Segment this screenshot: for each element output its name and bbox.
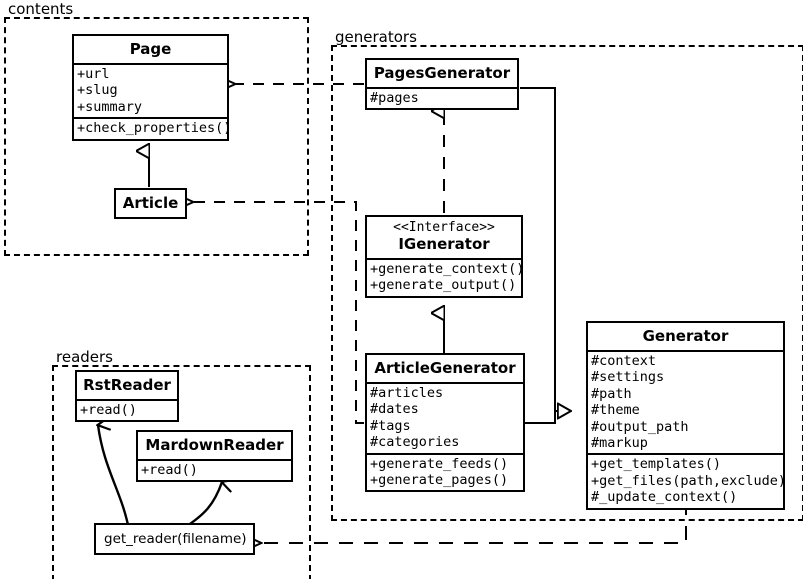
class-articlegenerator-attribute: #categories bbox=[370, 434, 460, 451]
package-readers bbox=[52, 365, 311, 579]
class-rstreader-method: +read() bbox=[80, 402, 137, 418]
function-get-reader-label: get_reader(filename) bbox=[104, 531, 247, 547]
class-generator-attributes: #context #settings #path #theme #output_… bbox=[588, 352, 783, 453]
class-generator-attribute: #context bbox=[591, 353, 657, 369]
class-generator-attr-separator bbox=[588, 350, 783, 352]
class-page[interactable]: Page +url +slug +summary +check_properti… bbox=[72, 34, 232, 141]
class-generator-attribute: #theme bbox=[591, 402, 640, 419]
class-articlegenerator-attributes: #articles #dates #tags #categories bbox=[367, 384, 523, 453]
class-igenerator-methods: +generate_context() +generate_output() bbox=[367, 260, 525, 296]
line-pagesgenerator-to-generator bbox=[520, 87, 571, 411]
class-articlegenerator-attribute: #dates bbox=[370, 401, 419, 418]
class-igenerator-method: +generate_output() bbox=[370, 277, 517, 294]
class-generator-method: +get_templates() bbox=[591, 456, 722, 473]
line-getreader-to-mardownreader bbox=[183, 482, 222, 530]
class-article-name: Article bbox=[122, 194, 179, 212]
line-getreader-to-rstreader bbox=[98, 425, 131, 531]
class-mardownreader-name: MardownReader bbox=[145, 436, 284, 454]
class-articlegenerator-method: +generate_feeds() bbox=[370, 455, 509, 472]
class-generator-method-separator bbox=[588, 453, 783, 456]
class-articlegenerator[interactable]: ArticleGenerator #articles #dates #tags … bbox=[365, 353, 525, 493]
class-generator-method: #_update_context() bbox=[591, 489, 738, 506]
class-mardownreader-methods: +read() bbox=[138, 461, 291, 480]
class-mardownreader-method: +read() bbox=[141, 462, 198, 478]
class-generator-attribute: #output_path bbox=[591, 418, 689, 435]
class-igenerator-method: +generate_context() bbox=[370, 261, 525, 277]
class-articlegenerator-attribute: #tags bbox=[370, 417, 411, 434]
class-articlegenerator-method: +generate_pages() bbox=[370, 472, 509, 489]
class-generator[interactable]: Generator #context #settings #path #them… bbox=[586, 321, 787, 510]
class-pagesgenerator[interactable]: PagesGenerator #pages bbox=[365, 58, 519, 111]
class-generator-attribute: #settings bbox=[591, 369, 665, 386]
class-mardownreader[interactable]: MardownReader +read() bbox=[136, 430, 293, 483]
class-page-attributes: +url +slug +summary bbox=[74, 65, 227, 117]
class-article[interactable]: Article bbox=[114, 188, 187, 219]
class-articlegenerator-name: ArticleGenerator bbox=[374, 359, 516, 377]
class-igenerator-method-separator bbox=[367, 258, 521, 260]
class-articlegenerator-methods: +generate_feeds() +generate_pages() bbox=[367, 455, 523, 491]
line-articlegenerator-to-generator bbox=[525, 411, 556, 424]
class-igenerator-stereotype: <<Interface>> bbox=[393, 220, 495, 235]
class-articlegenerator-method-separator bbox=[367, 452, 523, 455]
class-page-attribute: +summary bbox=[77, 98, 143, 115]
class-rstreader-methods: +read() bbox=[77, 401, 177, 420]
class-pagesgenerator-name: PagesGenerator bbox=[373, 64, 511, 82]
function-get-reader[interactable]: get_reader(filename) bbox=[94, 523, 255, 555]
line-articlegenerator-to-article bbox=[194, 202, 364, 424]
line-generator-to-getreader bbox=[262, 501, 687, 543]
class-pagesgenerator-attr-separator bbox=[367, 87, 517, 89]
class-mardownreader-method-separator bbox=[138, 459, 291, 461]
class-rstreader-name: RstReader bbox=[83, 376, 171, 394]
class-articlegenerator-attr-separator bbox=[367, 382, 523, 384]
class-rstreader[interactable]: RstReader +read() bbox=[75, 370, 179, 423]
class-page-name: Page bbox=[129, 40, 172, 58]
package-contents-label: contents bbox=[6, 0, 76, 18]
package-readers-label: readers bbox=[54, 348, 115, 366]
class-rstreader-method-separator bbox=[77, 399, 177, 401]
class-igenerator-name: IGenerator bbox=[398, 235, 490, 253]
class-pagesgenerator-attribute: #pages bbox=[370, 90, 419, 106]
class-generator-methods: +get_templates() +get_files(path,exclude… bbox=[588, 455, 787, 507]
class-generator-method: +get_files(path,exclude) bbox=[591, 472, 787, 489]
class-pagesgenerator-attributes: #pages bbox=[367, 89, 517, 108]
class-generator-attribute: #markup bbox=[591, 435, 648, 452]
class-page-methods: +check_properties() bbox=[74, 119, 232, 138]
class-generator-attribute: #path bbox=[591, 385, 632, 402]
class-generator-name: Generator bbox=[642, 327, 729, 345]
class-page-attribute: +url bbox=[77, 66, 110, 82]
class-page-attribute: +slug bbox=[77, 82, 118, 99]
class-page-attr-separator bbox=[74, 63, 227, 65]
class-articlegenerator-attribute: #articles bbox=[370, 385, 444, 401]
class-page-method: +check_properties() bbox=[77, 120, 232, 137]
package-generators-label: generators bbox=[333, 28, 419, 46]
class-igenerator[interactable]: <<Interface>> IGenerator +generate_conte… bbox=[365, 215, 525, 298]
class-page-method-separator bbox=[74, 117, 227, 120]
package-contents bbox=[4, 17, 309, 256]
